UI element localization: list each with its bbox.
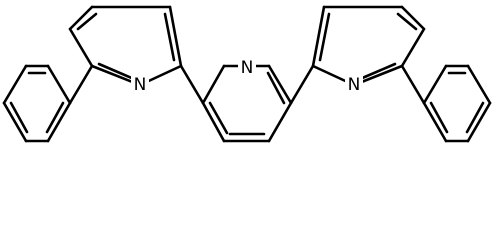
bond [396, 12, 418, 31]
bond [168, 5, 183, 68]
nitrogen-atom-center: N [238, 57, 256, 79]
bond [76, 12, 98, 31]
nitrogen-atom-right: N [345, 74, 363, 96]
bond [266, 71, 286, 105]
bond [201, 64, 226, 105]
bond [466, 64, 492, 105]
bond [358, 62, 397, 81]
bond [2, 101, 28, 143]
atom-label: N [134, 75, 147, 95]
bond [311, 5, 326, 68]
bond [208, 101, 229, 135]
nitrogen-atom-left: N [131, 74, 149, 96]
atom-label: N [241, 58, 254, 78]
bond [422, 101, 448, 143]
bond [46, 64, 72, 105]
atom-layer: N N N [131, 57, 363, 96]
bond [9, 101, 29, 134]
bond [68, 5, 94, 31]
bond [179, 64, 205, 105]
bond [400, 5, 426, 31]
bond [201, 101, 226, 143]
bond [46, 101, 72, 143]
bond [2, 64, 28, 105]
bond [267, 101, 293, 143]
bond [267, 64, 293, 105]
bond [289, 64, 315, 105]
bond [465, 101, 485, 134]
bond [400, 64, 426, 105]
bond [466, 101, 492, 143]
bond [97, 62, 136, 81]
bond [45, 101, 65, 134]
bond [422, 64, 448, 105]
molecular-structure-diagram: N N N [2, 5, 492, 143]
bond [429, 101, 449, 134]
bond [68, 27, 94, 68]
bond [68, 64, 94, 105]
bond [163, 12, 176, 62]
bond [318, 12, 331, 62]
bond [400, 27, 426, 68]
atom-label: N [348, 75, 361, 95]
